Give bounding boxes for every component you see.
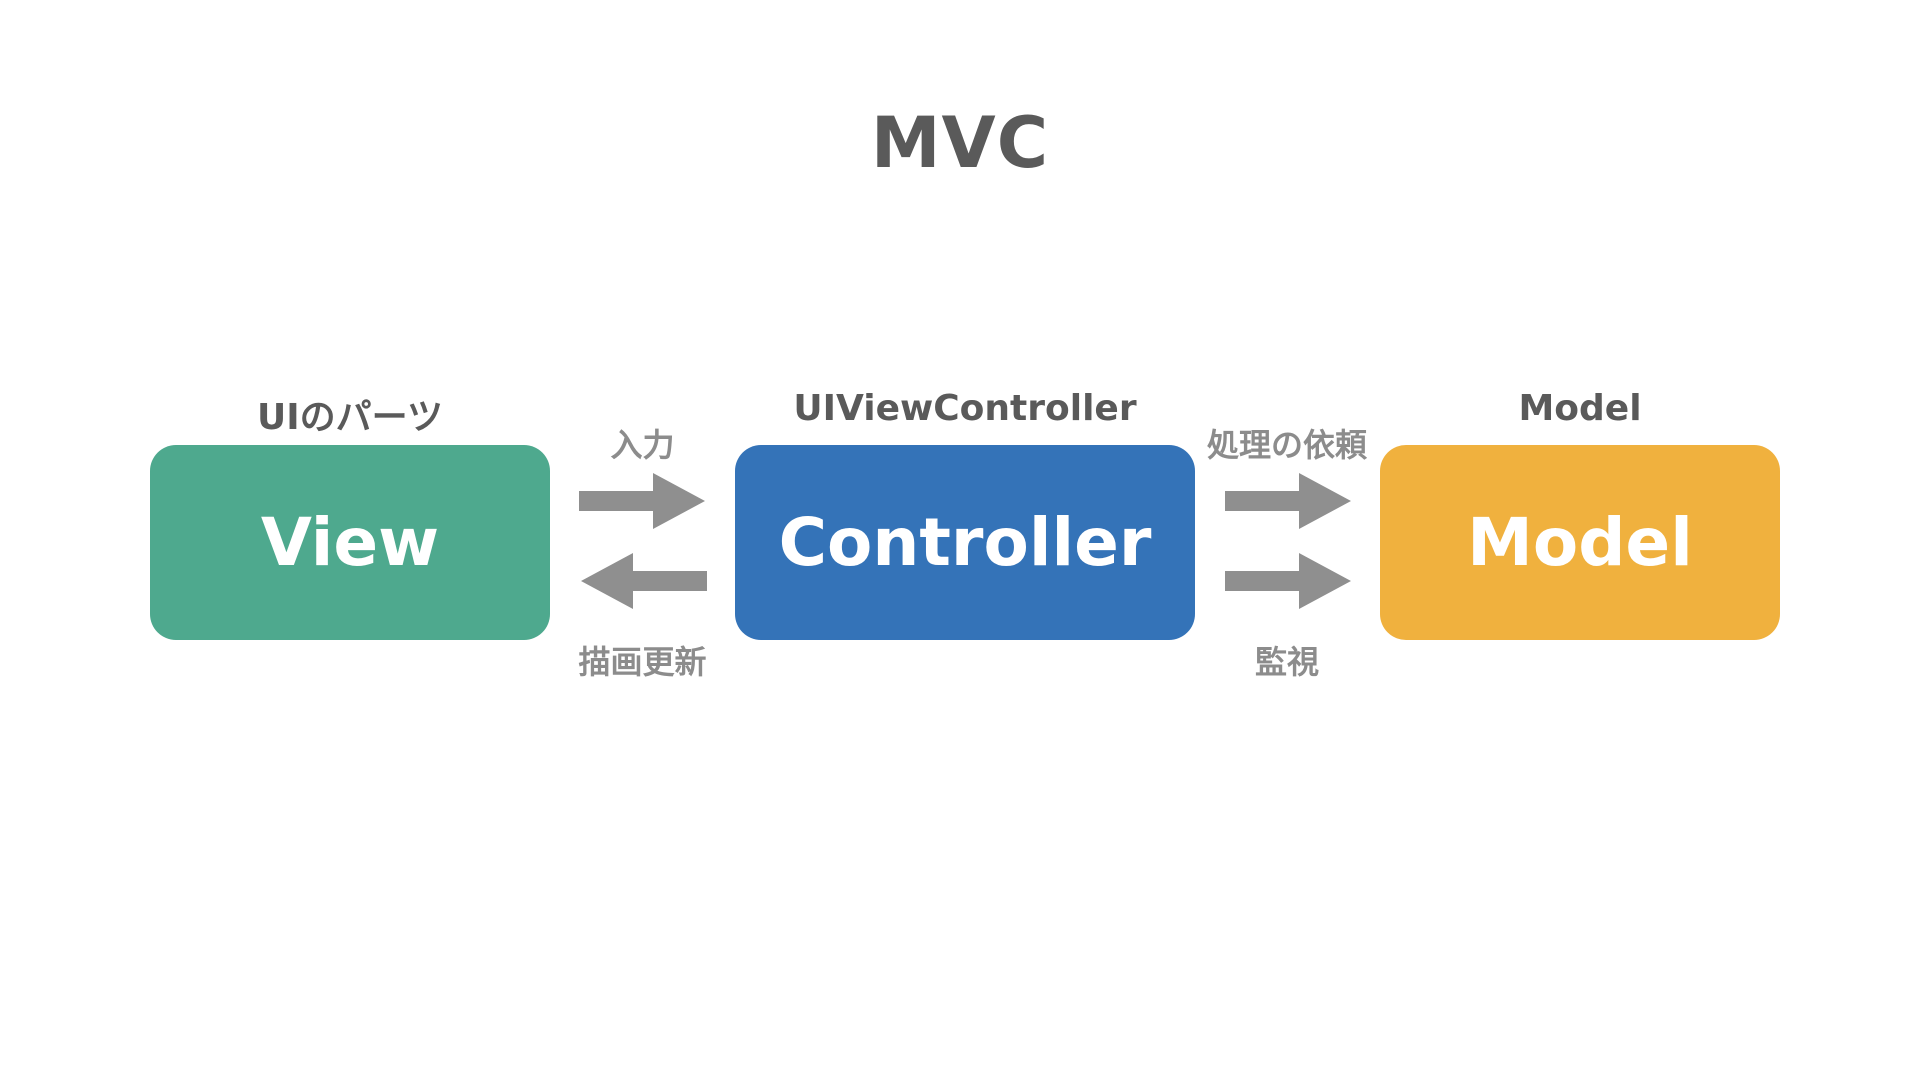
arrow-right-icon bbox=[579, 473, 705, 529]
controller-box: Controller bbox=[735, 445, 1195, 640]
diagram-title: MVC bbox=[870, 102, 1050, 184]
edge-label-observe: 監視 bbox=[1254, 643, 1319, 681]
controller-caption: UIViewController bbox=[793, 388, 1137, 429]
edge-label-request: 処理の依頼 bbox=[1206, 426, 1367, 464]
edge-label-render-update: 描画更新 bbox=[578, 643, 707, 681]
edge-label-input: 入力 bbox=[610, 426, 675, 464]
view-caption: UIのパーツ bbox=[257, 397, 443, 438]
arrow-view-to-controller bbox=[579, 473, 705, 529]
view-label: View bbox=[260, 504, 440, 581]
model-label: Model bbox=[1467, 504, 1693, 581]
arrow-left-icon bbox=[581, 553, 707, 609]
arrow-controller-to-view bbox=[581, 553, 707, 609]
arrow-right-icon bbox=[1225, 553, 1351, 609]
model-caption: Model bbox=[1518, 388, 1642, 429]
arrow-controller-to-model-observe bbox=[1225, 553, 1351, 609]
arrow-controller-to-model-request bbox=[1225, 473, 1351, 529]
model-box: Model bbox=[1380, 445, 1780, 640]
arrow-right-icon bbox=[1225, 473, 1351, 529]
controller-label: Controller bbox=[778, 504, 1152, 581]
view-box: View bbox=[150, 445, 550, 640]
